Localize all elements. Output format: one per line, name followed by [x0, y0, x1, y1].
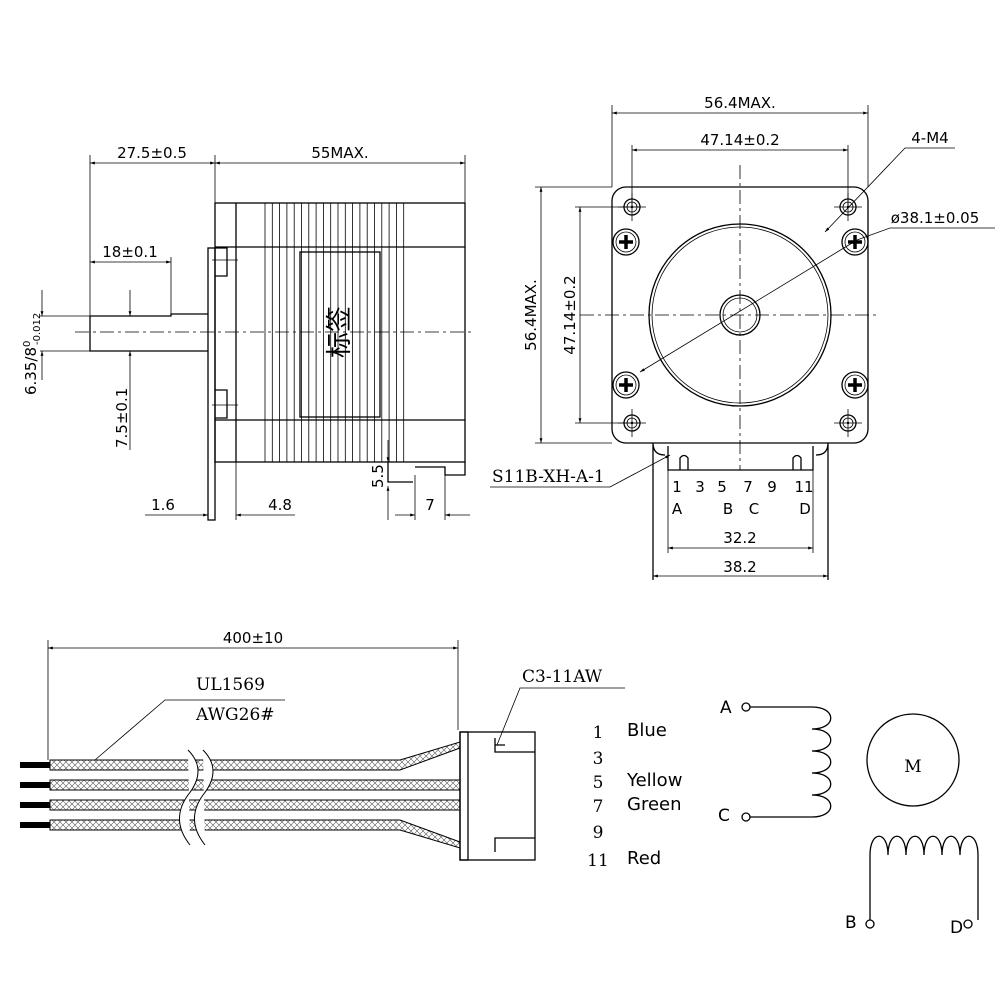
pin-number: 5	[593, 773, 604, 793]
wire-spec: UL1569	[196, 675, 265, 695]
screw-icon	[612, 228, 640, 256]
dim-flat-length: 18±0.1	[102, 243, 158, 261]
screw-icon	[841, 228, 869, 256]
terminal-d: D	[950, 918, 963, 938]
pin-number: 3	[593, 749, 604, 769]
pin-letter: C	[749, 500, 759, 518]
pin-number: 11	[794, 478, 813, 496]
pin-letter: B	[723, 500, 733, 518]
dim-outer-width: 38.2	[723, 558, 756, 576]
dim-boss-length: 4.8	[268, 496, 292, 514]
wire-color: Yellow	[626, 770, 682, 791]
dim-inner-width: 32.2	[723, 529, 756, 547]
wire-gauge: AWG26#	[195, 705, 275, 725]
pin-letter: A	[672, 500, 683, 518]
pin-number: 1	[593, 723, 604, 743]
pin-number: 9	[593, 823, 604, 843]
dim-hole-spacing-h: 47.14±0.2	[700, 131, 779, 149]
pin-number: 7	[743, 478, 753, 496]
dim-shaft-length: 27.5±0.5	[117, 144, 187, 162]
dim-connector-height: 5.5	[369, 464, 387, 488]
pin-number: 9	[767, 478, 777, 496]
pin-number: 1	[672, 478, 682, 496]
screw-icon	[841, 371, 869, 399]
connector-housing: C3-11AW	[522, 667, 603, 687]
dim-flat-depth: 7.5±0.1	[113, 388, 131, 448]
dim-cable-length: 400±10	[223, 629, 283, 647]
dim-shaft-diameter: 6.35/80	[22, 341, 40, 395]
terminal-a: A	[720, 698, 732, 718]
pin-number: 5	[717, 478, 727, 496]
dim-connector-width: 7	[425, 496, 435, 514]
connector-part-number: S11B-XH-A-1	[492, 467, 605, 487]
pin-letter: D	[799, 500, 811, 518]
dim-flange-thickness: 1.6	[151, 496, 175, 514]
cable-assembly: 400±10 UL1569 AWG26# C3-11AW 1 Blue 3 5 Yell…	[20, 629, 682, 871]
terminal-c: C	[718, 806, 730, 826]
pin-number: 7	[593, 797, 604, 817]
wire-color: Green	[627, 794, 682, 815]
label-area-text: 标签	[325, 306, 355, 358]
dim-height-max: 56.4MAX.	[522, 279, 540, 351]
motor-symbol	[866, 713, 960, 807]
dim-holes: 4-M4	[911, 129, 948, 147]
dim-shaft-tolerance: -0.012	[32, 313, 43, 345]
wire-color: Red	[627, 848, 661, 869]
mounting-holes	[612, 193, 869, 437]
pinout-table: 1 Blue 3 5 Yellow 7 Green 9 11 Red	[587, 720, 682, 871]
cooling-fins	[264, 203, 405, 462]
pin-number: 11	[587, 851, 609, 871]
wiring-schematic: A C M B D	[718, 698, 979, 938]
front-view: 56.4MAX. 47.14±0.2 56.4MAX. 47.14±0.2 4-…	[490, 94, 995, 580]
terminal-b: B	[845, 913, 857, 933]
pin-number: 3	[695, 478, 705, 496]
dim-hole-spacing-v: 47.14±0.2	[561, 275, 579, 354]
dim-body-length: 55MAX.	[311, 144, 368, 162]
motor-label: M	[904, 757, 921, 777]
dim-width-max: 56.4MAX.	[704, 94, 776, 112]
wire-color: Blue	[627, 720, 667, 741]
dim-pilot-diameter: ø38.1±0.05	[891, 209, 980, 227]
side-view: 27.5±0.5 55MAX. 18±0.1 6.35/80 -0.012 7.…	[22, 144, 475, 521]
screw-icon	[612, 371, 640, 399]
